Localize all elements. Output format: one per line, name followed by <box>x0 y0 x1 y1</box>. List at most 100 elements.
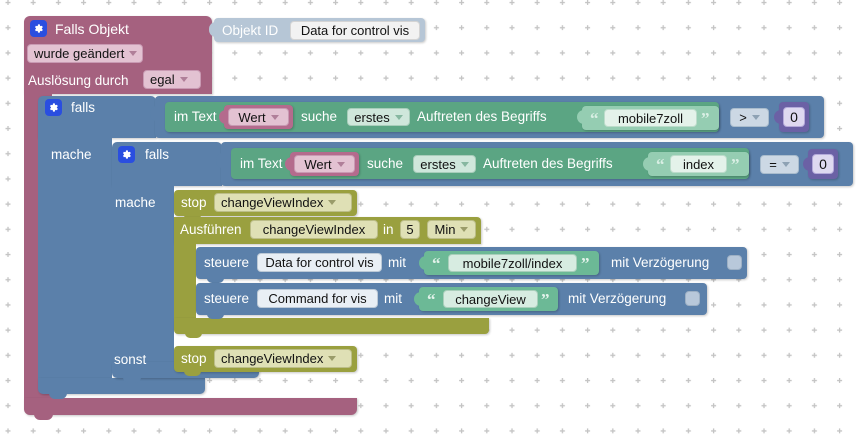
stop-timer-name-2: changeViewIndex <box>221 351 324 366</box>
compare-block-outer-plug <box>150 106 158 121</box>
trigger-source-value: egal <box>150 72 175 87</box>
trigger-block-footer <box>24 398 357 415</box>
control-object-1: Data for control vis <box>265 255 374 270</box>
number-field-inner-text: 0 <box>819 156 827 172</box>
quote-close-icon: ” <box>731 155 740 174</box>
if-inner-left-spine <box>112 182 174 370</box>
run-timer-unit: Min <box>434 222 456 237</box>
run-timer-footer <box>174 318 489 334</box>
number-block-inner-plug <box>803 157 810 171</box>
if-inner-do-label: mache <box>115 195 156 210</box>
occurrence-dropdown-inner[interactable]: erstes <box>413 155 476 173</box>
control-object-field-2[interactable]: Command for vis <box>257 289 378 308</box>
stop-timer-name-field-2[interactable]: changeViewIndex <box>214 349 352 368</box>
gear-icon[interactable] <box>118 146 135 163</box>
run-timer-bottom-notch <box>185 333 202 338</box>
string-field-inner[interactable]: index <box>670 155 727 173</box>
run-timer-interval: 5 <box>406 222 414 237</box>
stop-timer-label-1: stop <box>181 195 207 210</box>
string-value-control-2: changeView <box>455 291 526 307</box>
trigger-title: Falls Objekt <box>55 21 129 37</box>
control-state-block-1-notch <box>207 278 224 283</box>
string-field-outer[interactable]: mobile7zoll <box>604 109 697 127</box>
search-label-inner: suche <box>367 156 404 171</box>
control-with-label-2: mit <box>384 291 402 306</box>
chevron-down-icon <box>781 162 790 167</box>
if-outer-bottom-notch <box>49 393 67 399</box>
quote-close-icon: ” <box>541 290 550 309</box>
number-field-inner[interactable]: 0 <box>812 154 834 174</box>
object-id-field[interactable]: Data for control vis <box>290 21 420 40</box>
value-field-inner-text: Wert <box>304 156 332 172</box>
string-field-inner-text: index <box>682 156 715 172</box>
if-outer-left-spine <box>38 134 112 386</box>
string-field-control-2[interactable]: changeView <box>443 290 538 308</box>
control-delay-checkbox-1[interactable] <box>727 255 742 270</box>
search-label-outer: suche <box>301 109 338 124</box>
run-timer-interval-field[interactable]: 5 <box>400 220 420 239</box>
string-block-control-2-plug <box>414 292 421 306</box>
quote-open-icon: “ <box>590 109 599 128</box>
occurrence-dropdown-outer[interactable]: erstes <box>347 108 410 126</box>
chevron-down-icon <box>179 77 188 82</box>
run-timer-label: Ausführen <box>180 222 242 237</box>
object-id-value: Data for control vis <box>300 23 410 38</box>
value-field-outer[interactable]: Wert <box>228 108 289 126</box>
chevron-down-icon <box>751 115 760 120</box>
gear-glyph <box>49 103 58 112</box>
chevron-down-icon <box>460 227 469 232</box>
chevron-down-icon <box>336 161 345 167</box>
string-value-control-1: mobile7zoll/index <box>462 255 563 271</box>
chevron-down-icon <box>460 161 469 167</box>
text-search-prefix-outer: im Text <box>174 109 217 124</box>
chevron-down-icon <box>328 356 337 361</box>
trigger-event-dropdown[interactable]: wurde geändert <box>27 44 143 63</box>
stop-timer-name-1: changeViewIndex <box>221 195 324 210</box>
control-delay-checkbox-2[interactable] <box>685 291 700 306</box>
number-field-outer[interactable]: 0 <box>783 107 805 127</box>
occurrence-suffix-outer: Auftreten des Begriffs <box>417 109 547 124</box>
control-object-field-1[interactable]: Data for control vis <box>257 253 382 272</box>
value-block-outer-plug <box>219 110 226 124</box>
number-field-outer-text: 0 <box>790 109 798 125</box>
if-inner-bottom-notch <box>123 377 141 383</box>
gear-glyph <box>34 24 43 33</box>
control-label-1: steuere <box>204 255 250 270</box>
text-search-prefix-inner: im Text <box>240 156 283 171</box>
if-outer-footer <box>38 378 205 394</box>
operator-inner-text: = <box>769 157 777 172</box>
gear-glyph <box>122 150 131 159</box>
control-delay-label-2: mit Verzögerung <box>568 291 667 306</box>
run-timer-name: changeViewIndex <box>262 222 366 237</box>
chevron-down-icon <box>270 114 279 120</box>
occurrence-dropdown-inner-text: erstes <box>420 156 456 172</box>
if-inner-else-label: sonst <box>114 352 147 367</box>
run-timer-unit-dropdown[interactable]: Min <box>427 220 476 239</box>
trigger-event-value: wurde geändert <box>34 46 125 61</box>
chevron-down-icon <box>394 114 403 120</box>
gear-icon[interactable] <box>30 20 47 37</box>
stop-timer-block-2-notch <box>184 371 201 376</box>
trigger-block-bottom-notch <box>34 414 53 420</box>
stop-timer-name-field-1[interactable]: changeViewIndex <box>214 193 352 212</box>
occurrence-suffix-inner: Auftreten des Begriffs <box>483 156 613 171</box>
object-id-label: Objekt ID <box>222 23 279 38</box>
if-outer-label: falls <box>71 100 96 115</box>
chevron-down-icon <box>129 51 138 56</box>
run-timer-left-spine <box>174 240 196 323</box>
trigger-source-dropdown[interactable]: egal <box>143 70 201 89</box>
string-field-control-1[interactable]: mobile7zoll/index <box>448 254 577 272</box>
if-outer-do-label: mache <box>51 147 92 162</box>
operator-dropdown-outer[interactable]: > <box>730 108 769 127</box>
chevron-down-icon <box>328 200 337 205</box>
operator-dropdown-inner[interactable]: = <box>760 155 799 174</box>
string-field-outer-text: mobile7zoll <box>617 110 684 126</box>
string-block-control-1-plug <box>419 256 426 270</box>
gear-icon[interactable] <box>45 99 62 116</box>
run-timer-name-field[interactable]: changeViewIndex <box>250 220 378 239</box>
control-with-label-1: mit <box>388 255 406 270</box>
stop-timer-label-2: stop <box>181 351 207 366</box>
number-block-outer-plug <box>774 110 781 124</box>
control-object-2: Command for vis <box>268 291 367 306</box>
value-field-inner[interactable]: Wert <box>294 155 355 173</box>
